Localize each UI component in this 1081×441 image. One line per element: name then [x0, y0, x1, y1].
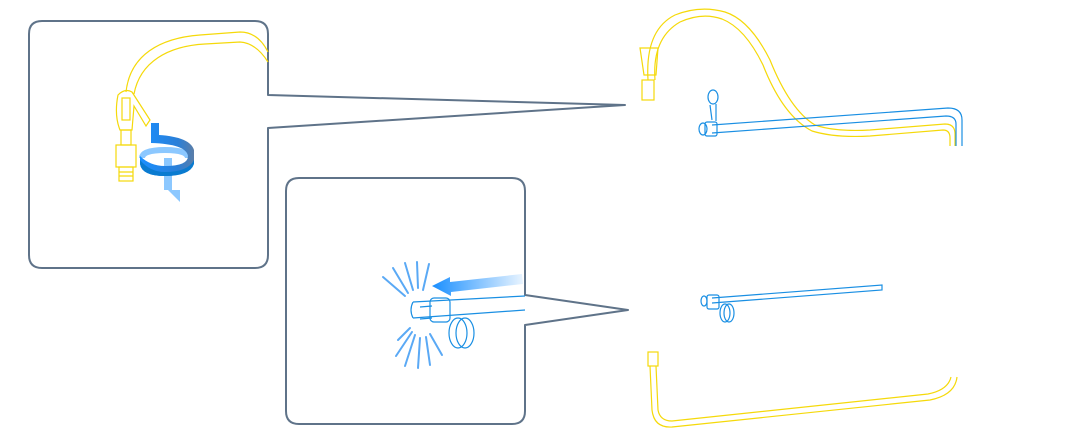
callout-rotate-detail [28, 20, 626, 269]
yellow-tube-assembly [639, 8, 956, 146]
rotate-arrow-icon [139, 123, 194, 202]
click-burst-icon [382, 261, 443, 369]
yellow-tube-connector-detail [115, 31, 269, 182]
callout-push-detail [285, 177, 629, 425]
blue-rod-separated [700, 284, 883, 323]
blue-rod-assembly [698, 89, 963, 146]
yellow-tube-separated [647, 351, 958, 428]
push-arrow-icon [432, 274, 523, 296]
push-cap-detail [410, 295, 526, 349]
